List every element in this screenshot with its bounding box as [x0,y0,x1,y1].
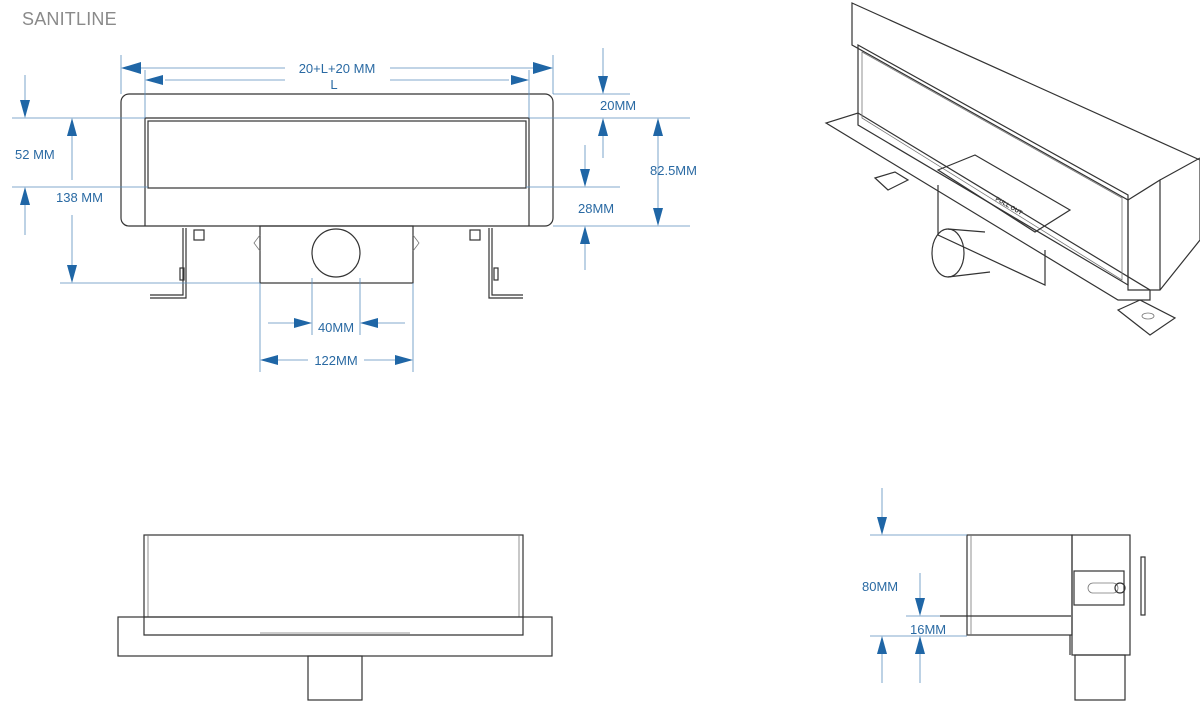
inner-frame [144,117,530,226]
body-height-label: 82.5MM [650,163,697,178]
sump-box [259,225,414,284]
flange-height-label: 16MM [910,622,946,637]
bottom-margin-label: 28MM [578,201,614,216]
sump-width-label: 122MM [314,353,357,368]
top-margin-label: 20MM [600,98,636,113]
side-height-label: 80MM [862,579,898,594]
overall-width-label: 20+L+20 MM [299,61,376,76]
side-view: 80MM 16MM [862,488,1146,701]
front-view: 20+L+20 MM L 52 MM 138 MM 20MM 82.5MM 28… [12,48,697,372]
isometric-view: PULL OUT [824,2,1200,336]
total-height-label: 138 MM [56,190,103,205]
grate-height-label: 52 MM [15,147,55,162]
drain-body-outline [120,93,554,227]
outlet-diameter-label: 40MM [318,320,354,335]
length-label: L [330,77,337,92]
mounting-bracket-right [469,228,523,299]
rear-view [117,534,553,701]
outlet-pipe [311,228,361,278]
brand-logo: SANITLINE [22,9,117,29]
iso-outlet-pipe [931,228,965,278]
grate [147,120,527,189]
mounting-bracket-left [150,228,205,299]
